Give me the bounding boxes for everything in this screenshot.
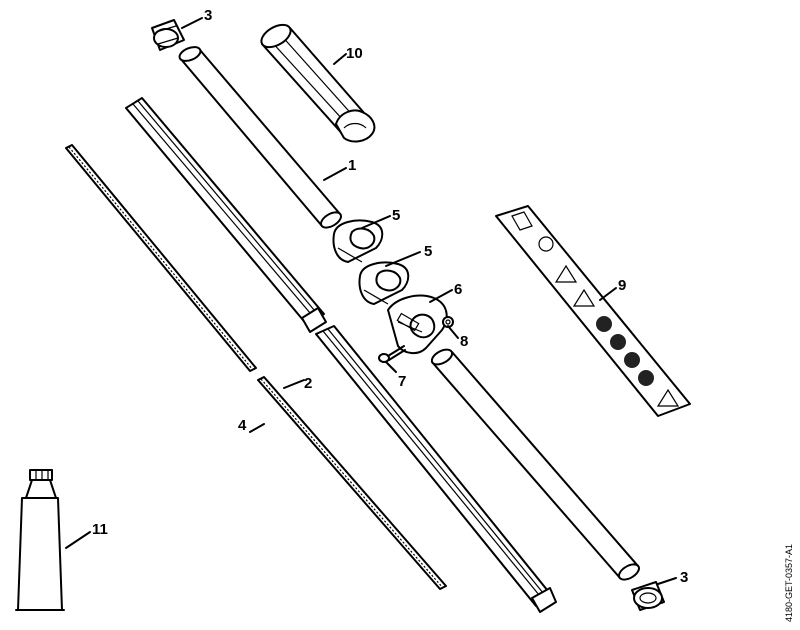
part-housing-upper <box>125 97 327 333</box>
callout-2: 2 <box>304 375 312 392</box>
part-clamp-upper <box>332 219 384 263</box>
part-grease-tube <box>15 469 65 611</box>
part-handle-bracket <box>387 294 448 354</box>
part-end-cap-bottom <box>631 581 665 611</box>
label-symbol-circle-2 <box>610 334 626 350</box>
part-lower-tube <box>430 348 640 581</box>
part-drive-rod-upper <box>65 144 257 372</box>
callout-3-top: 3 <box>204 7 212 24</box>
callout-8: 8 <box>460 333 468 350</box>
part-end-cap-top <box>151 19 185 51</box>
label-symbol-book <box>511 211 533 231</box>
part-foam-grip <box>260 23 376 143</box>
reference-code: 4180-GET-0357-A1 <box>784 544 794 622</box>
label-symbol-warning-2 <box>572 288 596 307</box>
part-clamp-lower <box>358 261 410 305</box>
callout-5-upper: 5 <box>392 207 400 224</box>
callout-1: 1 <box>348 157 356 174</box>
part-screw <box>378 345 406 363</box>
callout-7: 7 <box>398 373 406 390</box>
callout-5-lower: 5 <box>424 243 432 260</box>
label-symbol-circle-1 <box>596 316 612 332</box>
part-upper-tube <box>178 46 342 229</box>
part-housing-lower <box>315 325 557 613</box>
label-symbol-warning-3 <box>656 388 680 407</box>
part-drive-rod-lower <box>257 376 447 590</box>
callout-4: 4 <box>238 417 247 434</box>
leader-lines <box>65 17 677 585</box>
callout-6: 6 <box>454 281 462 298</box>
label-symbol-person <box>538 236 554 252</box>
label-symbol-warning-1 <box>554 264 578 283</box>
callout-9: 9 <box>618 277 626 294</box>
callout-3-bottom: 3 <box>680 569 688 586</box>
callout-11: 11 <box>92 521 108 538</box>
label-symbol-circle-3 <box>624 352 640 368</box>
label-symbol-circle-4 <box>638 370 654 386</box>
callout-10: 10 <box>346 45 363 62</box>
part-warning-label <box>495 205 691 417</box>
